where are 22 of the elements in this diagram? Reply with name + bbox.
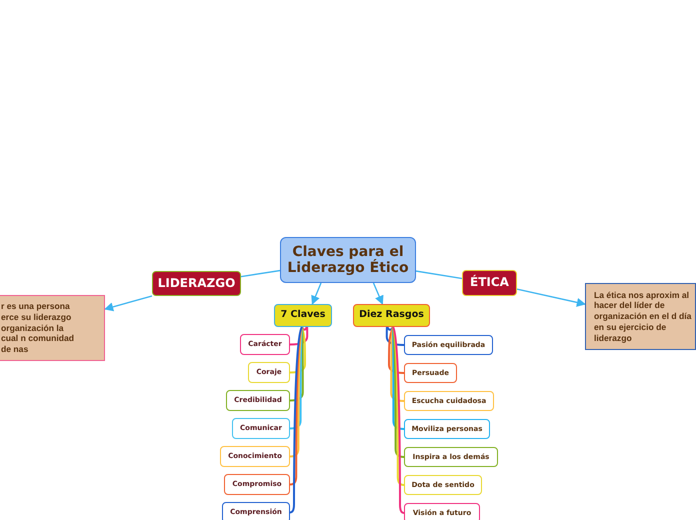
topic-box: LIDERAZGO: [152, 271, 241, 296]
branch-line: [290, 326, 303, 430]
note-box: La ética nos aproxim al hacer del líder de organización en el d día en su ejercicio de liderazgo: [585, 283, 696, 350]
branch-line: [386, 326, 404, 346]
connector-line: [416, 270, 462, 280]
branch-line: [390, 326, 404, 402]
subtopic-box: 7 Claves: [274, 304, 332, 327]
branch-line: [290, 326, 304, 402]
arrow: [311, 282, 322, 305]
topic-box: ÉTICA: [462, 270, 517, 296]
branch-line: [388, 326, 404, 374]
branch-line: [290, 326, 303, 458]
note-box: r es una persona erce su liderazgo organización la cual n comunidad de nas: [0, 295, 105, 361]
branch-line: [290, 326, 306, 374]
subtopic-box: Diez Rasgos: [353, 304, 430, 327]
central-topic: Claves para el Liderazgo Ético: [280, 237, 416, 283]
branch-line: [392, 326, 404, 458]
arrow: [104, 295, 152, 312]
connector-line: [240, 270, 280, 278]
arrow: [372, 282, 384, 305]
branch-line: [392, 326, 404, 430]
arrow: [516, 288, 586, 307]
